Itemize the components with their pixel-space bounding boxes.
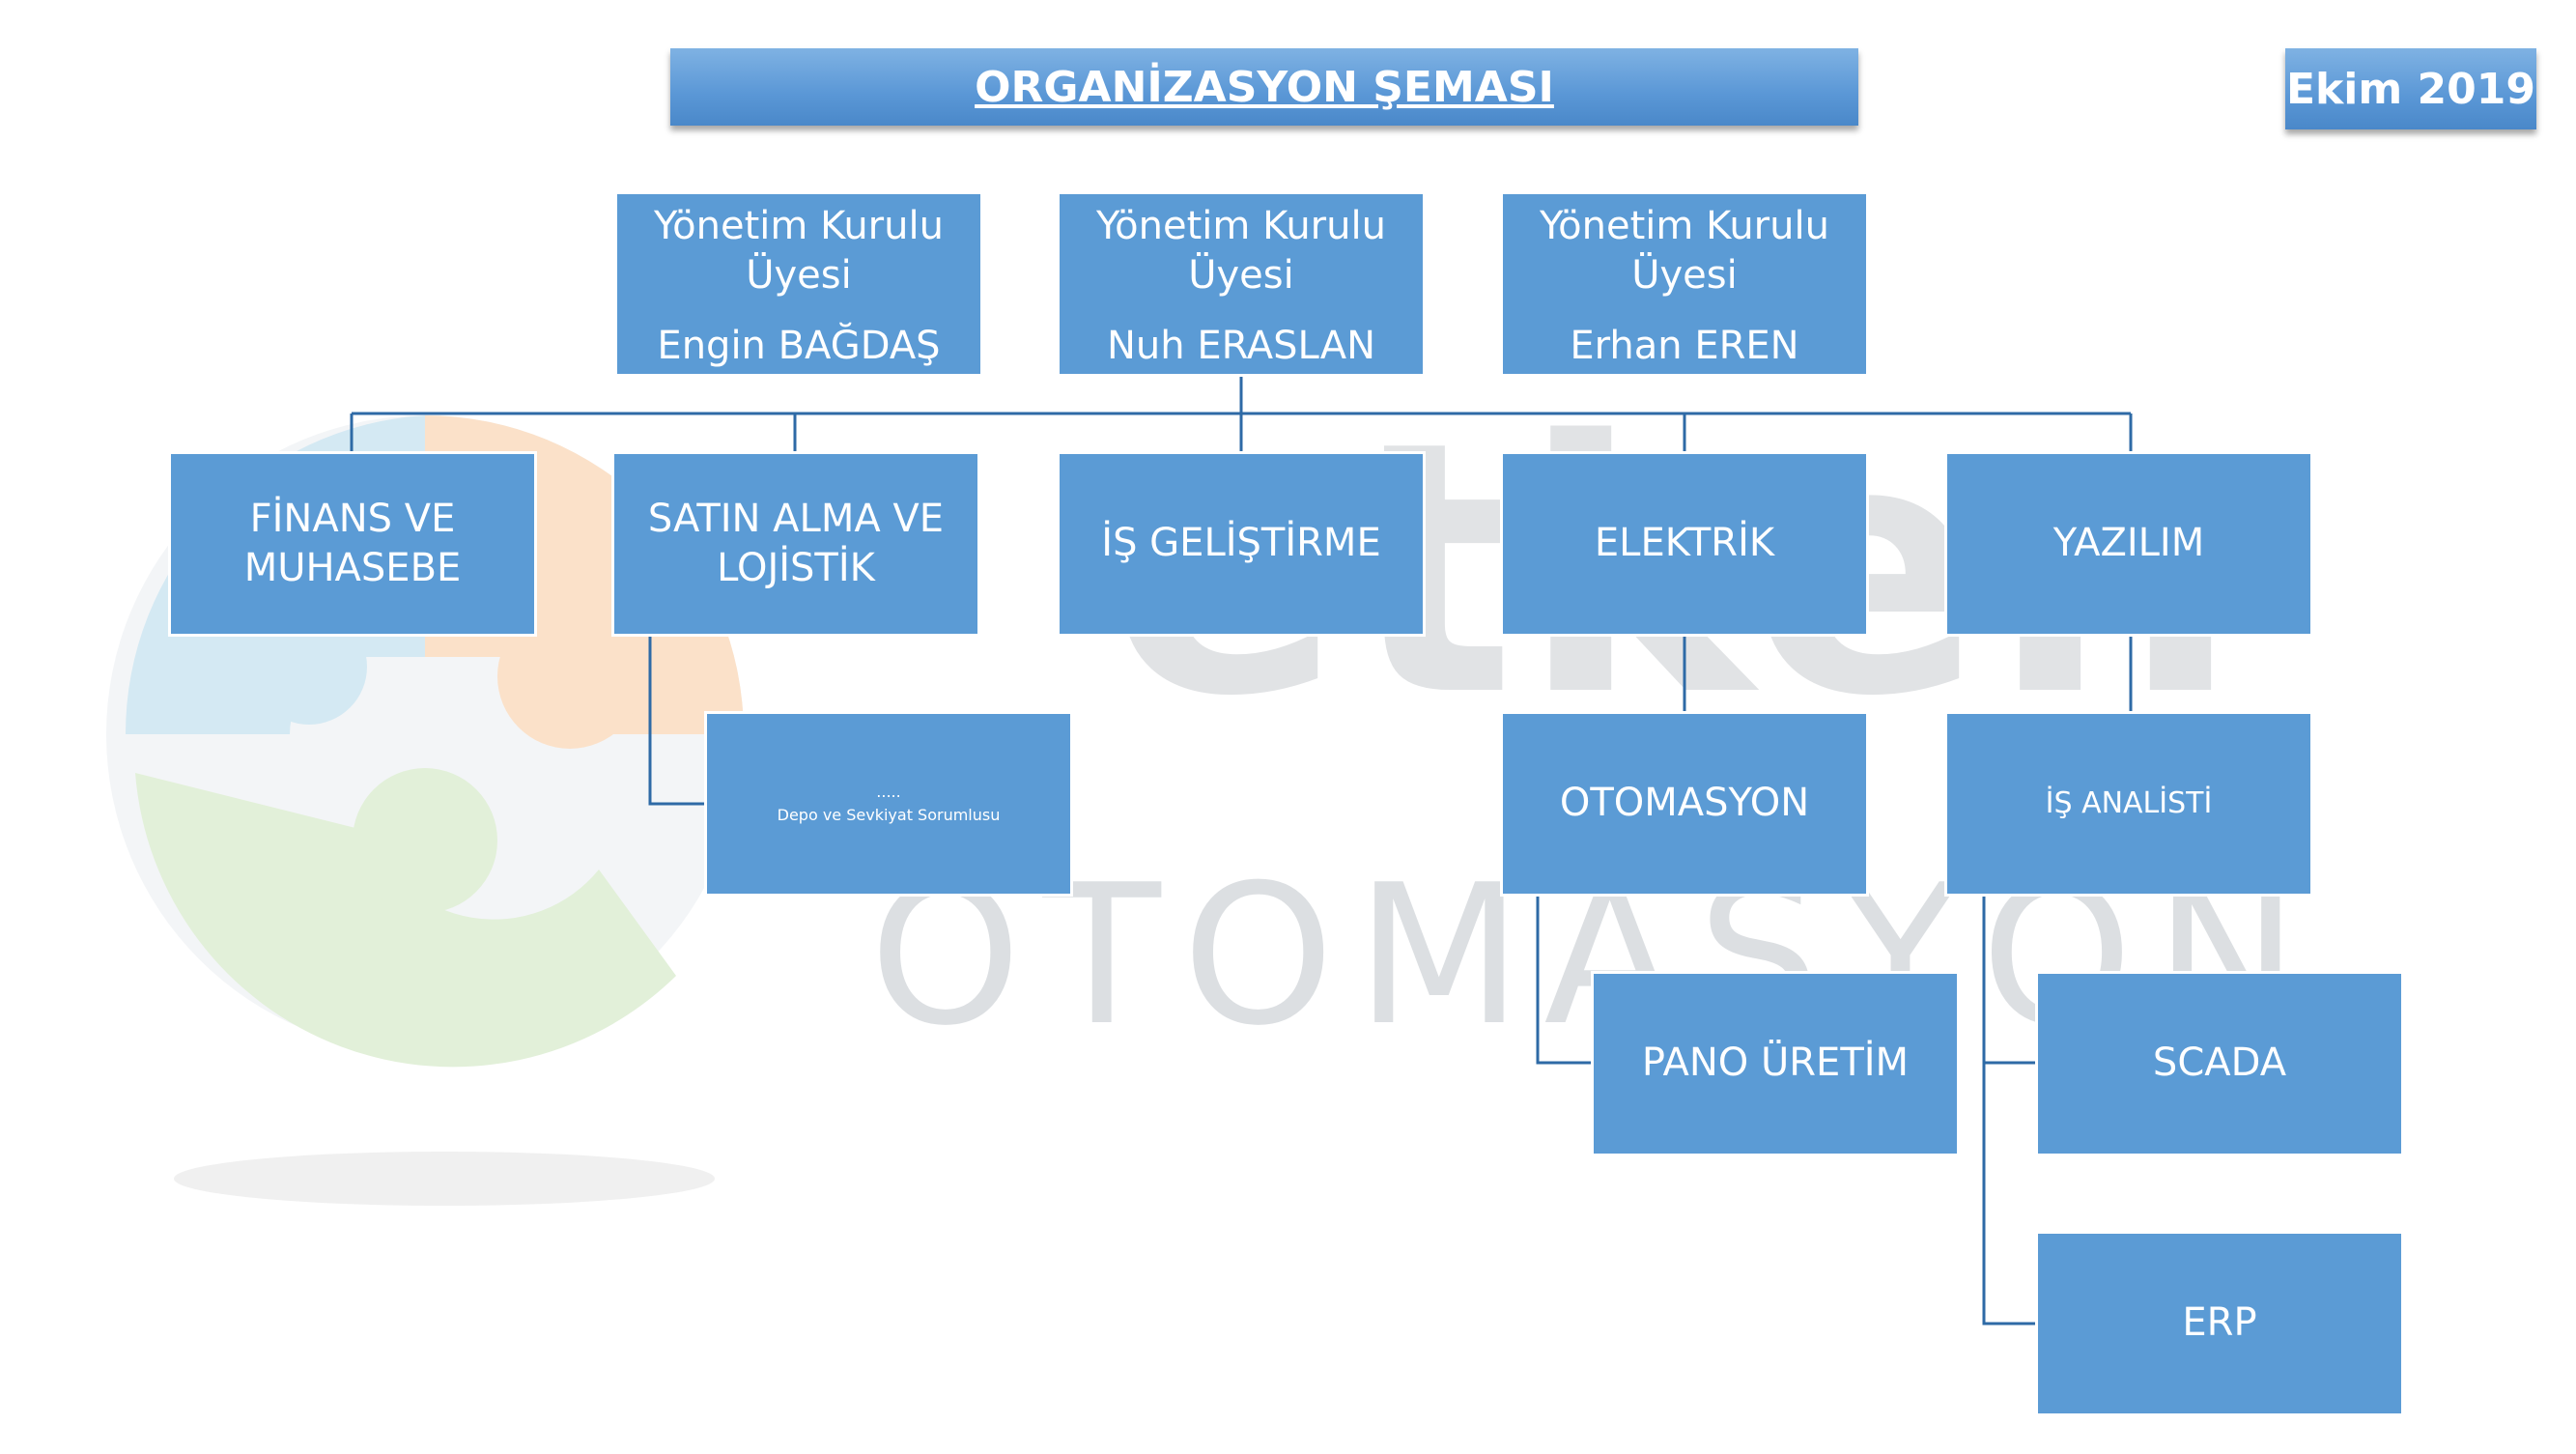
board-role-line1: Yönetim Kurulu <box>654 204 944 248</box>
date-badge: Ekim 2019 <box>2285 48 2536 129</box>
dept-label-line2: MUHASEBE <box>243 546 462 590</box>
unit-label: ERP <box>2182 1300 2257 1346</box>
dept-label: ELEKTRİK <box>1594 521 1775 566</box>
board-role-line1: Yönetim Kurulu <box>1096 204 1386 248</box>
chart-title: ORGANİZASYON ŞEMASI <box>975 62 1554 112</box>
connector-to-pano <box>1536 895 1594 1065</box>
dept-is-gelistirme: İŞ GELİŞTİRME <box>1057 451 1426 637</box>
dept-label: İŞ GELİŞTİRME <box>1101 521 1381 566</box>
board-role-line1: Yönetim Kurulu <box>1540 204 1829 248</box>
connector-to-erp <box>1982 895 2038 1326</box>
unit-placeholder: ..... <box>876 783 901 801</box>
unit-label: OTOMASYON <box>1559 781 1810 826</box>
dept-finans-muhasebe: FİNANS VE MUHASEBE <box>168 451 537 637</box>
unit-label: İŞ ANALİSTİ <box>2045 785 2213 820</box>
board-member-engin: Yönetim Kurulu Üyesi Engin BAĞDAŞ <box>614 191 983 377</box>
board-member-nuh: Yönetim Kurulu Üyesi Nuh ERASLAN <box>1057 191 1426 377</box>
dept-yazilim: YAZILIM <box>1944 451 2313 637</box>
unit-depo-sevkiyat: ..... Depo ve Sevkiyat Sorumlusu <box>704 711 1073 897</box>
unit-scada: SCADA <box>2035 971 2404 1156</box>
unit-is-analisti: İŞ ANALİSTİ <box>1944 711 2313 897</box>
unit-otomasyon: OTOMASYON <box>1500 711 1869 897</box>
board-member-name: Engin BAĞDAŞ <box>657 324 941 369</box>
dept-label-line1: SATIN ALMA VE <box>647 496 945 541</box>
unit-label: SCADA <box>2152 1041 2287 1086</box>
dept-label-line2: LOJİSTİK <box>717 546 875 590</box>
date-label: Ekim 2019 <box>2285 64 2536 114</box>
unit-label: PANO ÜRETİM <box>1641 1041 1910 1086</box>
watermark-letter: O <box>1181 843 1335 1069</box>
dept-elektrik: ELEKTRİK <box>1500 451 1869 637</box>
board-member-name: Nuh ERASLAN <box>1106 324 1376 369</box>
board-role-line2: Üyesi <box>1631 253 1738 299</box>
unit-label: Depo ve Sevkiyat Sorumlusu <box>777 806 1001 824</box>
watermark-letter: M <box>1355 843 1523 1069</box>
unit-erp: ERP <box>2035 1231 2404 1416</box>
dept-label: YAZILIM <box>2052 521 2205 566</box>
connector-to-depo <box>648 634 707 806</box>
unit-pano-uretim: PANO ÜRETİM <box>1591 971 1960 1156</box>
chart-title-banner: ORGANİZASYON ŞEMASI <box>670 48 1858 126</box>
dept-label-line1: FİNANS VE <box>249 496 456 541</box>
dept-satin-alma-lojistik: SATIN ALMA VE LOJİSTİK <box>611 451 980 637</box>
board-role-line2: Üyesi <box>1188 253 1294 299</box>
board-member-name: Erhan EREN <box>1570 324 1799 369</box>
board-role-line2: Üyesi <box>746 253 852 299</box>
board-member-erhan: Yönetim Kurulu Üyesi Erhan EREN <box>1500 191 1869 377</box>
